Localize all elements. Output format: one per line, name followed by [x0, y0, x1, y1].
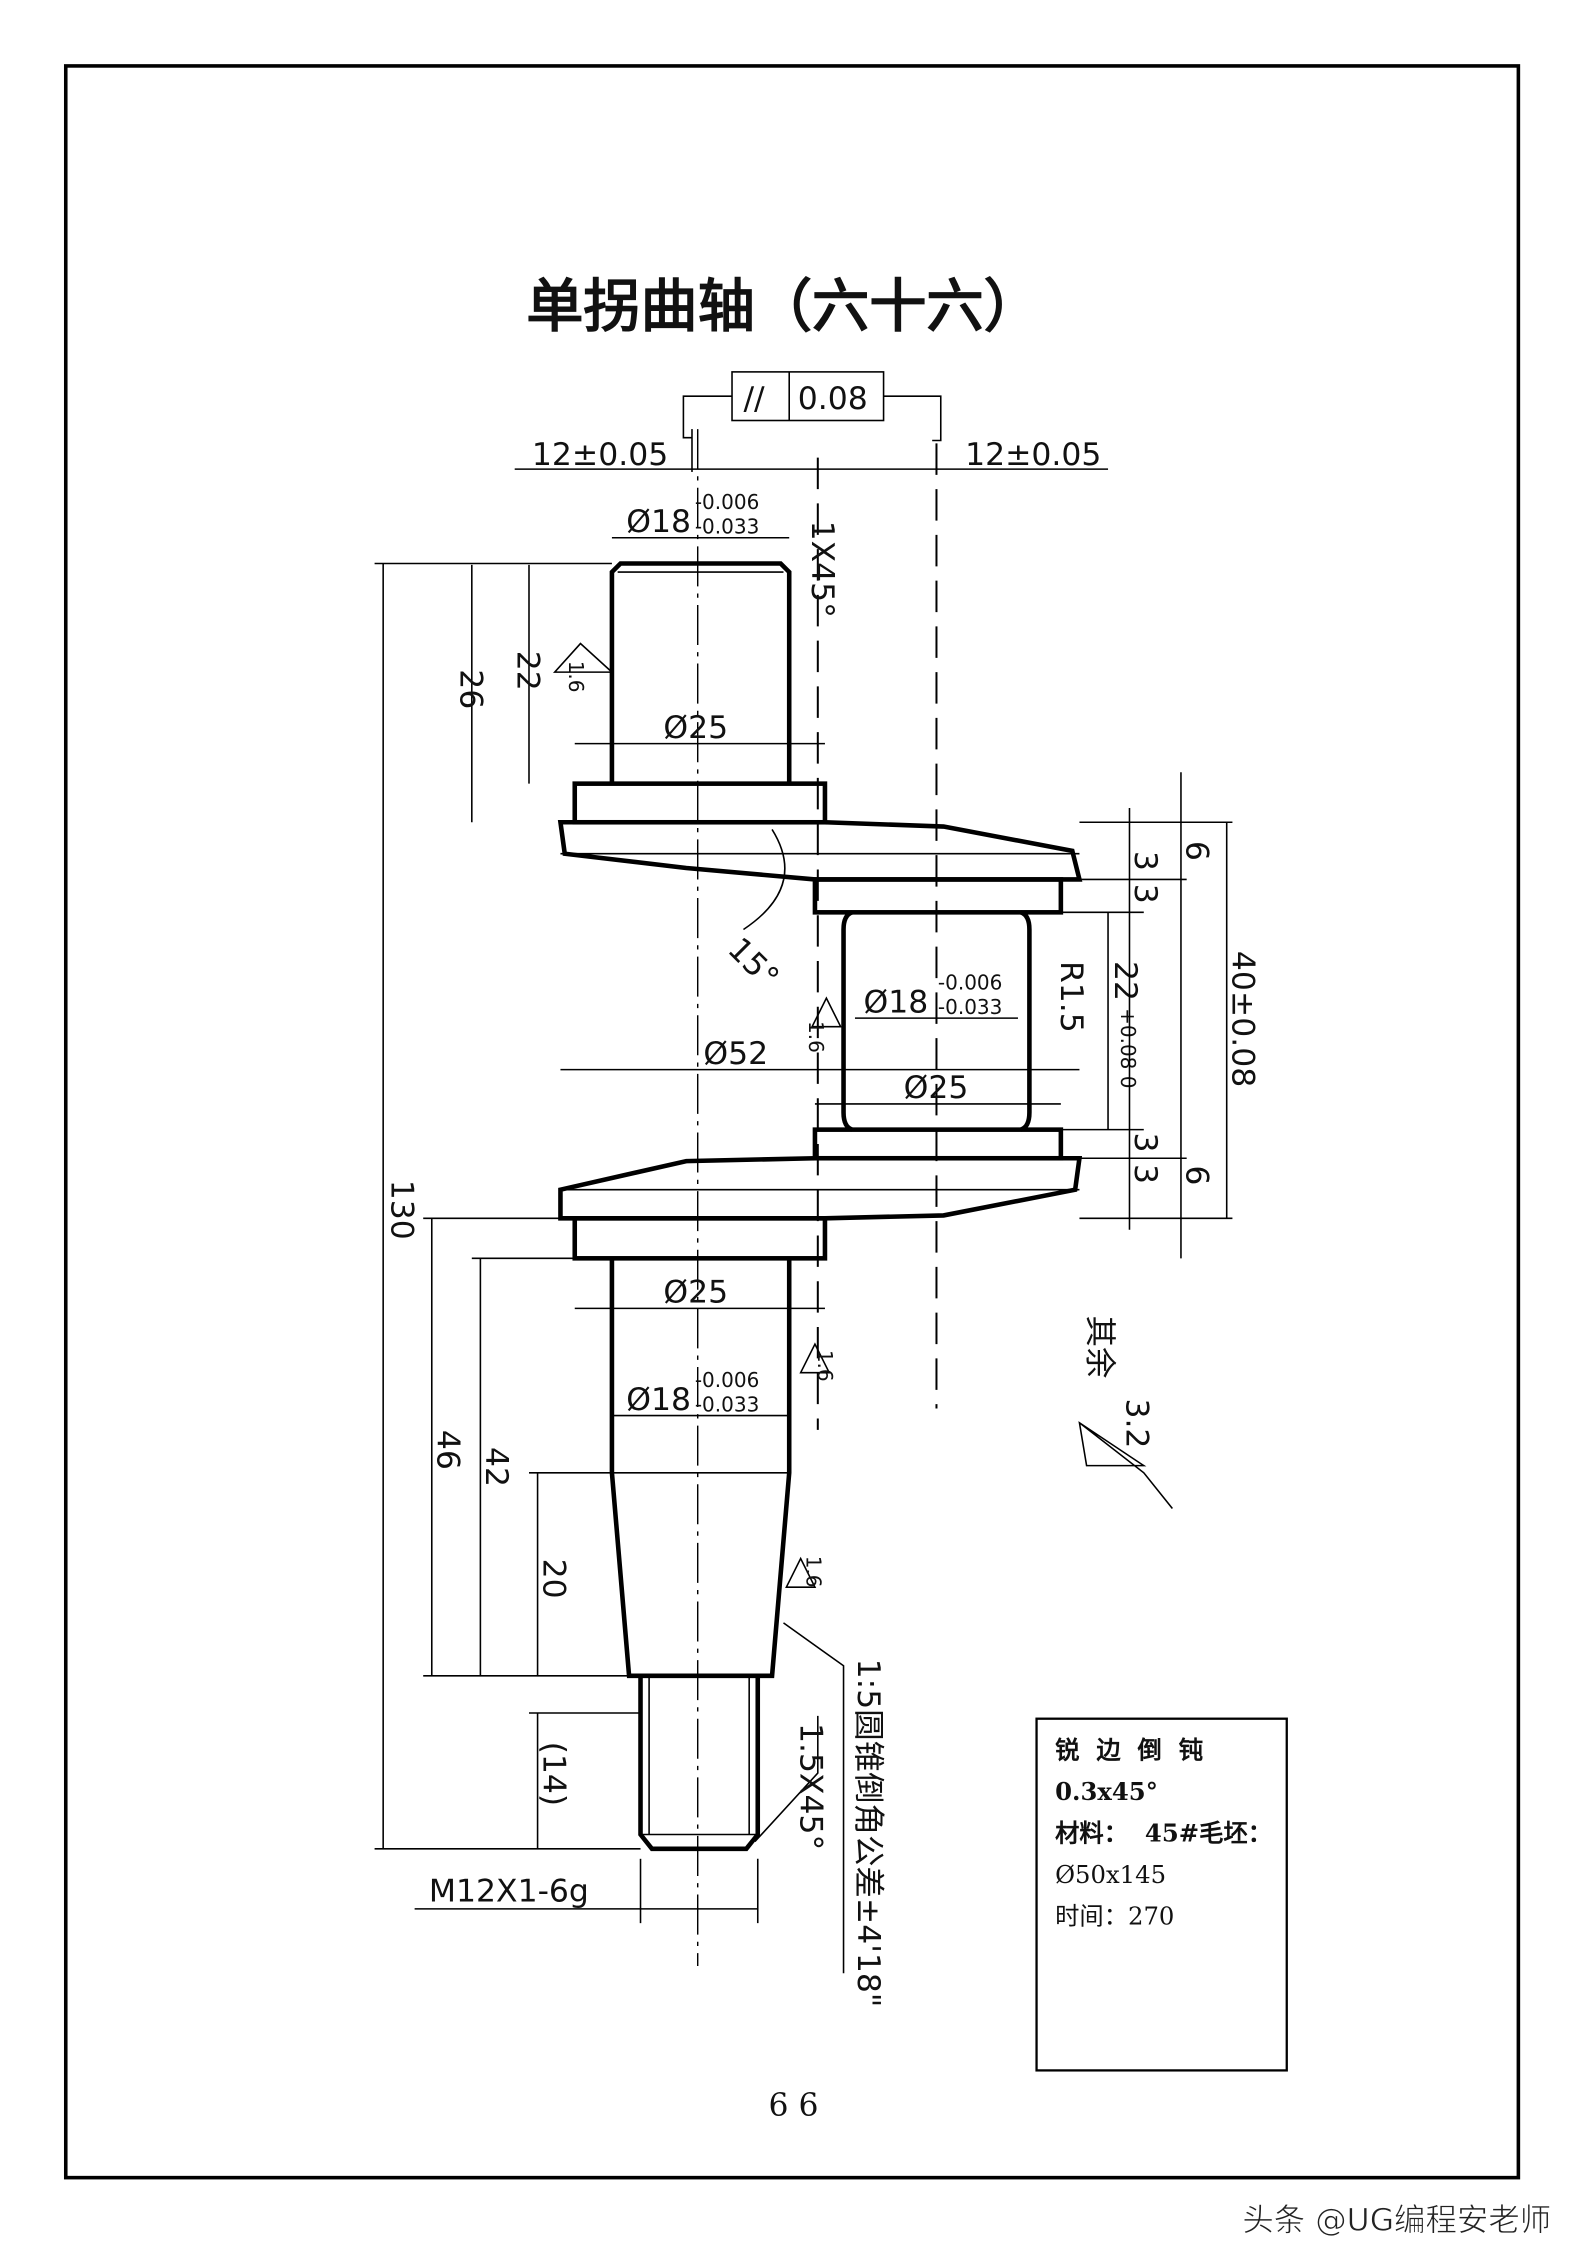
line5-label: 时间：270 [1055, 1902, 1174, 1931]
web-6-bot-label: 6 [1179, 1165, 1215, 1185]
len-20-label: 20 [535, 1559, 571, 1599]
sheet-border [63, 64, 1521, 2180]
rough-16-label: 1.6 [801, 1556, 825, 1588]
bot-tol-lower-label: -0.033 [695, 1392, 759, 1416]
web-3-bot-b-label: 3 [1127, 1164, 1163, 1184]
pin-len-label: 22 [1107, 961, 1143, 1001]
total-len-label: 130 [384, 1180, 420, 1240]
len-46-label: 46 [429, 1430, 465, 1470]
tol-upper-label: -0.006 [695, 490, 759, 514]
bot-tol-upper-label: -0.006 [695, 1368, 759, 1392]
symbol-label: // [743, 381, 765, 417]
watermark: 头条 @UG编程安老师 [1242, 2203, 1551, 2239]
page-number: 6 6 [769, 2088, 819, 2124]
line2-label: 0.3x45° [1055, 1777, 1158, 1806]
taper-note-label: 1:5圆锥倒角公差±4'18" [850, 1659, 886, 2008]
right-offset-dim: 12±0.05 [965, 437, 1101, 473]
left-offset-dim: 12±0.05 [532, 437, 668, 473]
throw-label: 40±0.08 [1224, 951, 1260, 1087]
rough-16-label: 1.6 [564, 661, 588, 693]
crankshaft-outline [557, 561, 1083, 1852]
tol-lower-label: -0.033 [695, 514, 759, 538]
line3-label: 材料： 45#毛坯： [1055, 1819, 1272, 1848]
pin-collar-dia-label: Ø25 [904, 1070, 969, 1106]
rough-16-label: 1.6 [813, 1350, 837, 1382]
page-title: 单拐曲轴（六十六） [526, 273, 1041, 340]
fillet-label: R1.5 [1053, 961, 1089, 1033]
pin-tol-upper-label: -0.006 [938, 971, 1002, 995]
dia-25-top-label: Ø25 [663, 710, 728, 746]
thread-spec: M12X1-6g [429, 1874, 589, 1910]
len-14-label: (14) [535, 1742, 571, 1807]
notes-box: 锐 边 倒 钝 0.3x45° 材料： 45#毛坯： Ø50x145 时间：27… [1035, 1717, 1288, 2072]
web-6-top-label: 6 [1179, 841, 1215, 861]
web-3-top-b-label: 3 [1127, 884, 1163, 904]
rest-rough-label: 3.2 [1119, 1398, 1155, 1448]
chamfer-top-label: 1X45° [804, 521, 840, 618]
web-dia-label: Ø52 [703, 1036, 768, 1072]
dia-25-bottom-label: Ø25 [663, 1275, 728, 1311]
len-22-label: 22 [510, 651, 546, 691]
top-journal-dia-label: Ø18 [626, 504, 691, 540]
line4-label: Ø50x145 [1055, 1860, 1166, 1889]
len-42-label: 42 [478, 1447, 514, 1487]
value-label: 0.08 [798, 381, 868, 417]
angle-15-label: 15° [721, 931, 786, 996]
web-3-top-a-label: 3 [1127, 851, 1163, 871]
chamfer-thread-label: 1.5X45° [793, 1723, 829, 1850]
pin-len-tol-label: +0.08 0 [1116, 1008, 1140, 1088]
rest-label-label: 其余 [1081, 1316, 1117, 1379]
len-26-label: 26 [452, 669, 488, 709]
bottom-journal-dia-label: Ø18 [626, 1382, 691, 1418]
pin-tol-lower-label: -0.033 [938, 995, 1002, 1019]
pin-dia-label: Ø18 [864, 984, 929, 1020]
web-3-bot-a-label: 3 [1127, 1133, 1163, 1153]
line1-label: 锐 边 倒 钝 [1055, 1736, 1203, 1765]
rough-16-label: 1.6 [804, 1021, 828, 1053]
parallelism-tolerance-frame: // 0.08 [682, 371, 942, 442]
